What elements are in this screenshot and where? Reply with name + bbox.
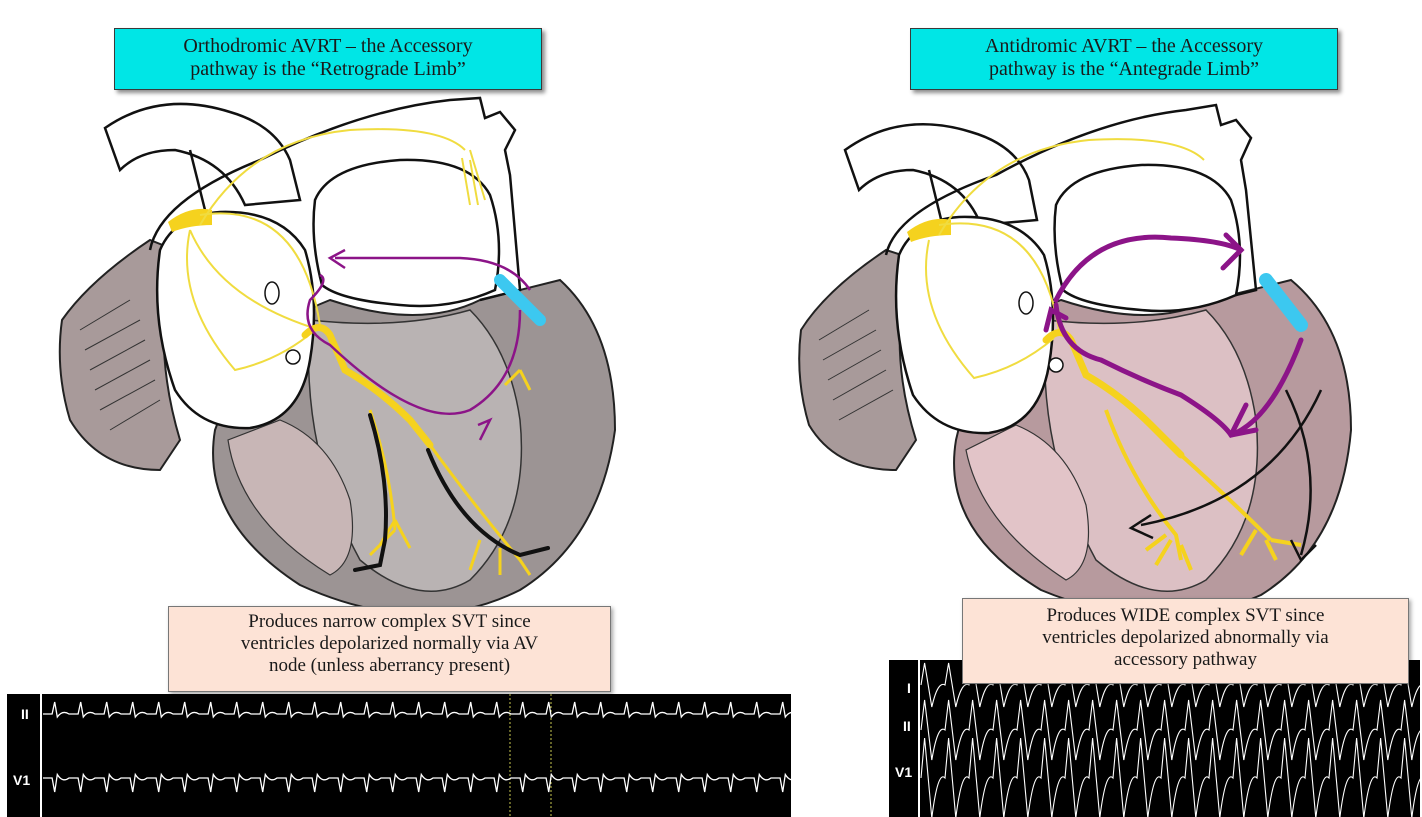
ecg-trace-lead-ii — [43, 701, 791, 719]
ecg-trace-lead-ii — [920, 699, 1420, 761]
orthodromic-title: Orthodromic AVRT – the Accessory pathway… — [114, 28, 542, 90]
orthodromic-heart-diagram — [58, 96, 617, 615]
antidromic-panel: Antidromic AVRT – the Accessory pathway … — [711, 0, 1422, 817]
accessory-pathway — [1259, 273, 1308, 332]
ecg-trace-lead-i — [920, 662, 1420, 708]
antidromic-heart-diagram — [798, 103, 1353, 618]
antidromic-description-line-1: Produces WIDE complex SVT since — [1046, 605, 1325, 626]
orthodromic-ecg-traces — [40, 694, 791, 817]
ecg-lead-label-v1: V1 — [13, 772, 31, 788]
atrial-wall — [884, 103, 1258, 302]
ecg-trace-lead-v1 — [43, 772, 791, 793]
coronary-sinus-ostium — [264, 281, 280, 305]
orthodromic-ecg-strip: II V1 — [7, 694, 791, 817]
coronary-sinus-ostium — [1018, 291, 1034, 315]
antidromic-description-line-3: accessory pathway — [1114, 649, 1257, 670]
ecg-trace-lead-v1 — [920, 737, 1420, 817]
orthodromic-title-line-2: pathway is the “Retrograde Limb” — [190, 58, 466, 80]
antidromic-title: Antidromic AVRT – the Accessory pathway … — [910, 28, 1338, 90]
right-side-tissue — [58, 238, 182, 472]
accessory-pathway — [494, 274, 546, 326]
antidromic-ecg-strip: I II V1 — [889, 660, 1420, 817]
antidromic-description: Produces WIDE complex SVT since ventricl… — [962, 598, 1409, 684]
ecg-lead-label-v1: V1 — [895, 764, 913, 780]
av-node-his-bundle — [301, 324, 434, 449]
ecg-lead-label-ii: II — [903, 718, 911, 734]
orthodromic-description-line-2: ventricles depolarized normally via AV — [240, 633, 539, 654]
ecg-lead-label-ii: II — [21, 706, 29, 722]
antidromic-ecg-traces — [918, 660, 1420, 817]
valve-opening — [1048, 357, 1064, 373]
ecg-lead-label-i: I — [907, 680, 911, 696]
valve-opening — [285, 349, 301, 365]
aorta — [103, 102, 302, 207]
antidromic-title-line-1: Antidromic AVRT – the Accessory — [984, 35, 1264, 57]
antegrade-reentry-arrow — [1053, 234, 1244, 303]
right-atrium — [894, 215, 1055, 435]
right-ventricle-cavity — [965, 424, 1089, 581]
orthodromic-panel: Orthodromic AVRT – the Accessory pathway… — [7, 28, 791, 817]
retrograde-reentry-arrow — [335, 256, 532, 291]
abnormal-activation-arrow — [1140, 389, 1323, 527]
orthodromic-description-line-1: Produces narrow complex SVT since — [248, 611, 531, 632]
left-atrium — [312, 158, 501, 308]
av-node-his-bundle — [1042, 329, 1185, 459]
right-side-tissue — [798, 248, 918, 472]
aorta — [843, 122, 1039, 227]
orthodromic-description-line-3: node (unless aberrancy present) — [268, 655, 511, 676]
antidromic-description-line-2: ventricles depolarized abnormally via — [1042, 627, 1329, 648]
right-atrium — [155, 210, 316, 430]
orthodromic-title-line-1: Orthodromic AVRT – the Accessory — [183, 35, 473, 57]
antidromic-title-line-2: pathway is the “Antegrade Limb” — [989, 58, 1259, 80]
right-ventricle-cavity — [227, 419, 353, 576]
orthodromic-description: Produces narrow complex SVT since ventri… — [168, 606, 611, 692]
